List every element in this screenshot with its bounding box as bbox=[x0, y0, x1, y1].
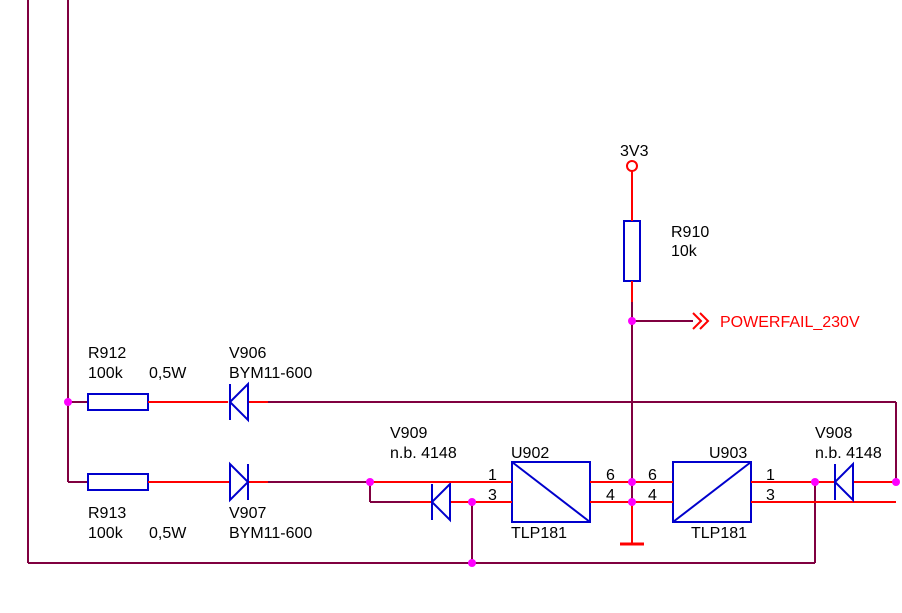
u903-ref: U903 bbox=[709, 445, 747, 462]
optocoupler-u902: 1 3 6 4 U902 TLP181 bbox=[370, 445, 632, 542]
net-arrow-2 bbox=[699, 312, 710, 330]
diode-v906: V906 BYM11-600 bbox=[168, 345, 312, 423]
r913-value: 100k bbox=[88, 525, 124, 542]
u903-pin4-label: 4 bbox=[648, 487, 657, 504]
v907-ref: V907 bbox=[229, 505, 266, 522]
u903-pin3-label: 3 bbox=[766, 487, 775, 504]
junction-dot bbox=[628, 498, 636, 506]
u903-pin6-label: 6 bbox=[648, 467, 657, 484]
v909-value: n.b. 4148 bbox=[390, 445, 457, 462]
resistor-r912: R912 100k 0,5W bbox=[87, 345, 187, 411]
junction-dot bbox=[366, 478, 374, 486]
r913-body bbox=[87, 473, 149, 491]
v906-value: BYM11-600 bbox=[229, 365, 312, 382]
junctions bbox=[64, 317, 900, 567]
diode-v909: V909 n.b. 4148 bbox=[390, 425, 470, 523]
supply-label: 3V3 bbox=[620, 143, 649, 160]
r912-value: 100k bbox=[88, 365, 124, 382]
u902-pin1-label: 1 bbox=[488, 467, 497, 484]
u902-pin3-label: 3 bbox=[488, 487, 497, 504]
net-arrow-1 bbox=[692, 312, 703, 330]
supply-symbol bbox=[626, 160, 638, 172]
u902-value: TLP181 bbox=[511, 525, 567, 542]
u902-diagonal bbox=[511, 461, 591, 523]
r913-ref: R913 bbox=[88, 505, 126, 522]
junction-dot bbox=[64, 398, 72, 406]
v908-ref: V908 bbox=[815, 425, 852, 442]
u903-diagonal bbox=[672, 461, 752, 523]
resistor-r910: R910 10k bbox=[623, 201, 709, 302]
u903-value: TLP181 bbox=[691, 525, 747, 542]
v908-triangle bbox=[833, 461, 854, 503]
u902-pin4-label: 4 bbox=[606, 487, 615, 504]
resistor-r913: R913 100k 0,5W bbox=[87, 473, 187, 542]
diode-v908: V908 n.b. 4148 bbox=[815, 425, 896, 503]
supply-3v3: 3V3 bbox=[620, 143, 649, 201]
v906-triangle bbox=[228, 381, 249, 423]
v908-value: n.b. 4148 bbox=[815, 445, 882, 462]
u903-body bbox=[672, 461, 752, 523]
r912-body bbox=[87, 393, 149, 411]
v909-triangle bbox=[430, 481, 451, 523]
ground-symbol bbox=[620, 502, 644, 546]
u902-pin6-label: 6 bbox=[606, 467, 615, 484]
v906-ref: V906 bbox=[229, 345, 266, 362]
r912-ref: R912 bbox=[88, 345, 126, 362]
u903-pin1-label: 1 bbox=[766, 467, 775, 484]
r912-power: 0,5W bbox=[149, 365, 187, 382]
junction-dot bbox=[811, 478, 819, 486]
wires bbox=[27, 0, 897, 564]
junction-dot bbox=[468, 498, 476, 506]
junction-dot bbox=[892, 478, 900, 486]
net-label-text: POWERFAIL_230V bbox=[720, 314, 860, 331]
net-label-powerfail: POWERFAIL_230V bbox=[692, 312, 860, 331]
diode-v907: V907 BYM11-600 bbox=[168, 461, 312, 542]
r910-body bbox=[623, 220, 641, 282]
junction-dot bbox=[628, 317, 636, 325]
u902-ref: U902 bbox=[511, 445, 549, 462]
r910-value: 10k bbox=[671, 243, 698, 260]
r910-ref: R910 bbox=[671, 224, 709, 241]
u902-body bbox=[511, 461, 591, 523]
v907-value: BYM11-600 bbox=[229, 525, 312, 542]
v909-ref: V909 bbox=[390, 425, 427, 442]
junction-dot bbox=[468, 559, 476, 567]
junction-dot bbox=[628, 478, 636, 486]
r913-power: 0,5W bbox=[149, 525, 187, 542]
optocoupler-u903: 6 4 1 3 U903 TLP181 bbox=[632, 445, 896, 542]
v907-triangle bbox=[229, 461, 250, 503]
